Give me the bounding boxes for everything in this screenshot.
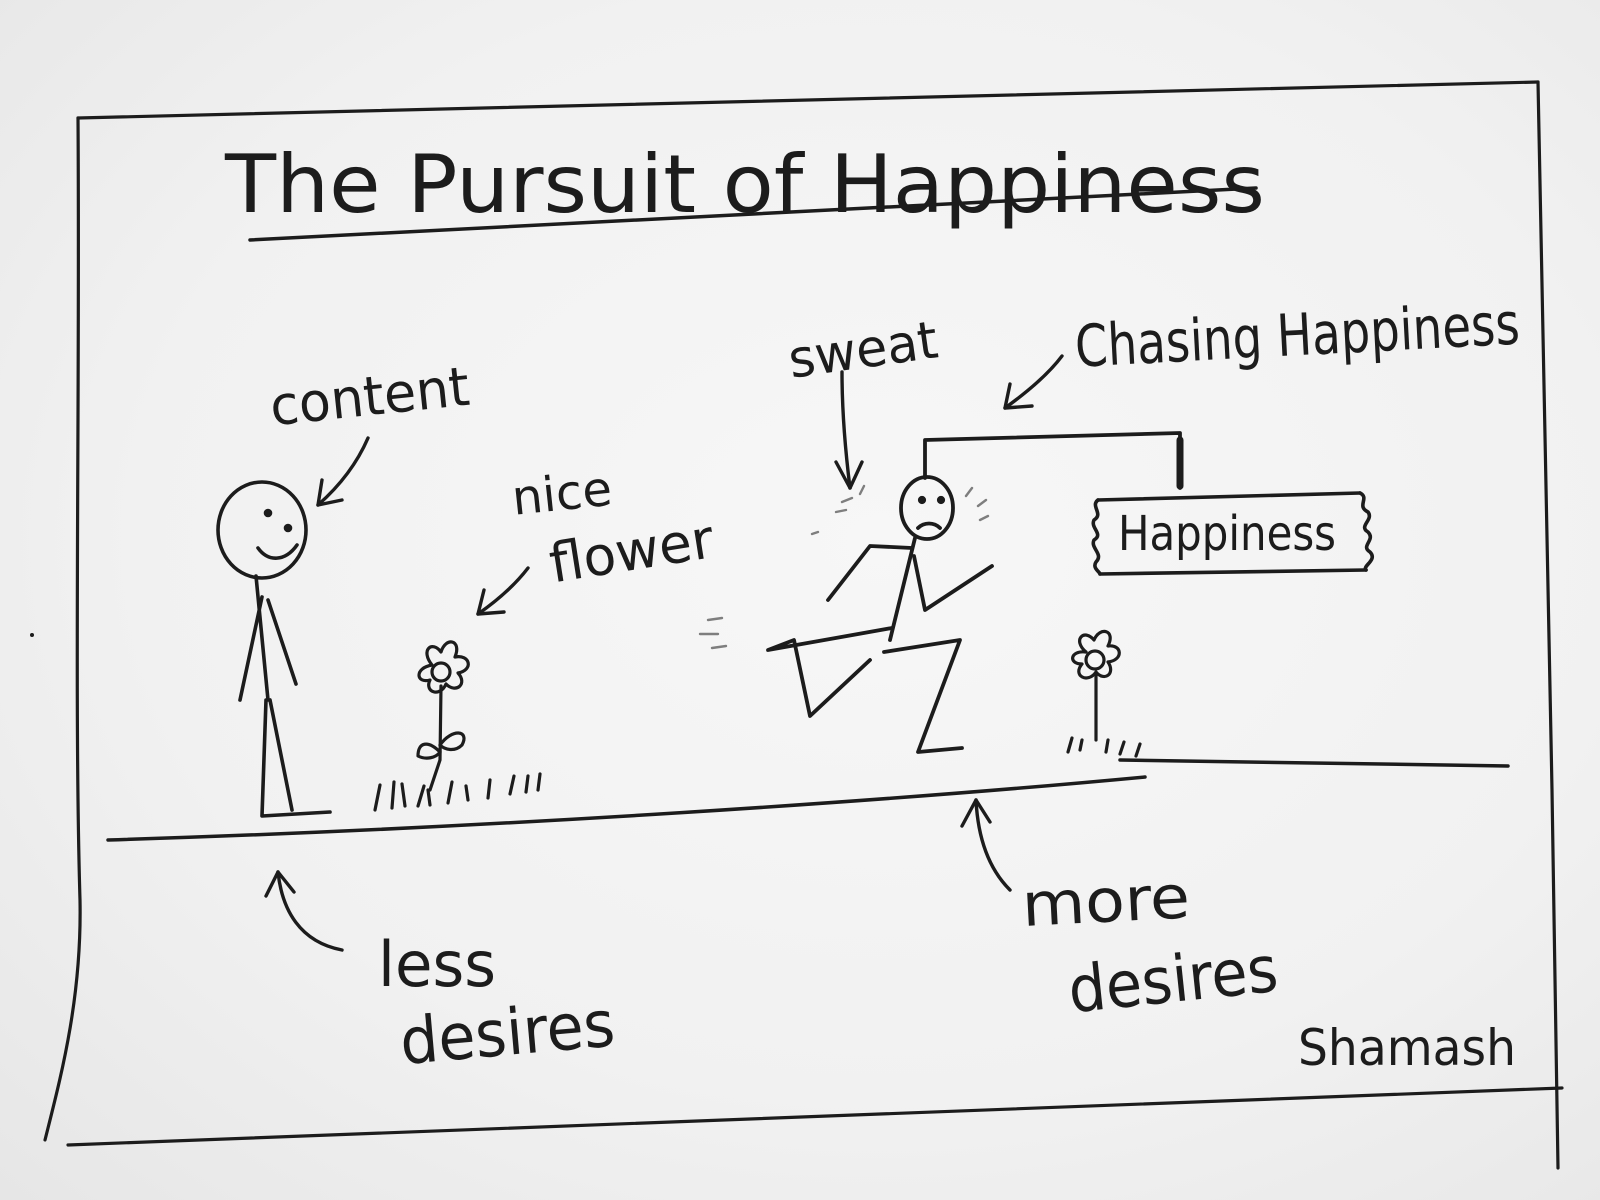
artist-signature: Shamash (1298, 1019, 1516, 1077)
flower-arrow (476, 566, 530, 616)
chasing-arrow (1003, 354, 1064, 410)
less-desires-label: desires (397, 988, 618, 1080)
runner-head (899, 475, 955, 541)
happiness-sign (1091, 491, 1374, 576)
less-desires-arrow (264, 870, 344, 952)
sweat-arrow (834, 370, 864, 490)
content-stick-figure (216, 480, 332, 818)
sign-label: Happiness (1118, 506, 1336, 562)
content-arrow (316, 436, 370, 507)
frame-border (43, 80, 1564, 1170)
more-desires-arrow (960, 798, 1012, 892)
ground-right (1118, 758, 1510, 768)
content-figure-head (216, 480, 308, 580)
ground-left (106, 775, 1147, 842)
sweat-drops (698, 484, 990, 650)
more-desires-label: desires (1065, 933, 1282, 1029)
flower-right (1066, 629, 1142, 758)
title-underline (248, 186, 1258, 242)
sweat-label: sweat (785, 310, 942, 390)
flower-left (373, 640, 542, 812)
stray-mark (30, 633, 34, 637)
page-title: The Pursuit of Happiness (224, 138, 1265, 231)
running-stick-figure (766, 475, 994, 754)
less-label: less (378, 928, 496, 1001)
content-label: content (267, 355, 472, 439)
more-label: more (1020, 862, 1191, 941)
happiness-pole (923, 431, 1184, 490)
chasing-happiness-label: Chasing Happiness (1073, 290, 1521, 381)
nice-label: nice (509, 461, 614, 527)
